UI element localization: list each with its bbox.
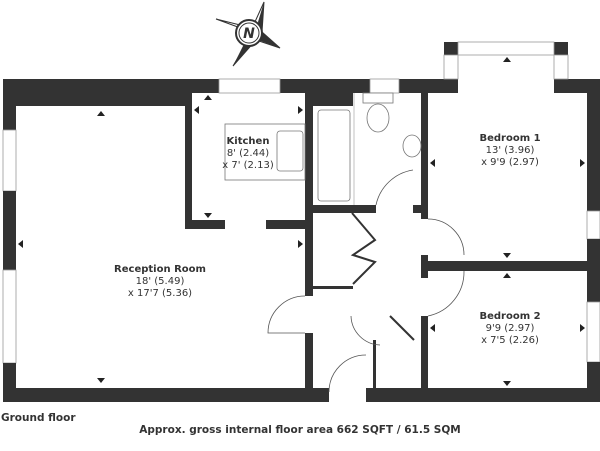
compass-icon: N xyxy=(215,1,281,67)
room-bedroom-1: Bedroom 1 13' (3.96) x 9'9 (2.97) xyxy=(479,133,540,168)
room-dimension: 18' (5.49) xyxy=(136,276,185,287)
room-bedroom-2: Bedroom 2 9'9 (2.97) x 7'5 (2.26) xyxy=(479,311,540,346)
room-name: Bedroom 1 xyxy=(479,133,540,144)
room-name: Reception Room xyxy=(114,264,206,275)
room-reception: Reception Room 18' (5.49) x 17'7 (5.36) xyxy=(114,264,206,299)
room-dimension: 13' (3.96) xyxy=(486,145,535,156)
room-dimension: x 7' (2.13) xyxy=(222,160,274,171)
room-name: Bedroom 2 xyxy=(479,311,540,322)
room-name: Kitchen xyxy=(227,136,270,147)
floor-area: Approx. gross internal floor area 662 SQ… xyxy=(139,424,461,436)
fixtures xyxy=(224,92,422,205)
compass-label: N xyxy=(243,26,255,42)
room-dimension: 9'9 (2.97) xyxy=(486,323,535,334)
walls xyxy=(2,41,600,402)
room-dimension: x 9'9 (2.97) xyxy=(481,157,539,168)
doors xyxy=(267,169,465,393)
floor-label: Ground floor xyxy=(1,412,76,424)
toilet-icon xyxy=(362,92,394,104)
room-dimension: x 7'5 (2.26) xyxy=(481,335,539,346)
room-dimension: x 17'7 (5.36) xyxy=(128,288,192,299)
room-kitchen: Kitchen 8' (2.44) x 7' (2.13) xyxy=(222,136,274,171)
dimension-arrows xyxy=(18,57,585,386)
bathtub-icon xyxy=(317,109,351,202)
room-dimension: 8' (2.44) xyxy=(227,148,269,159)
sink-icon xyxy=(402,134,422,158)
